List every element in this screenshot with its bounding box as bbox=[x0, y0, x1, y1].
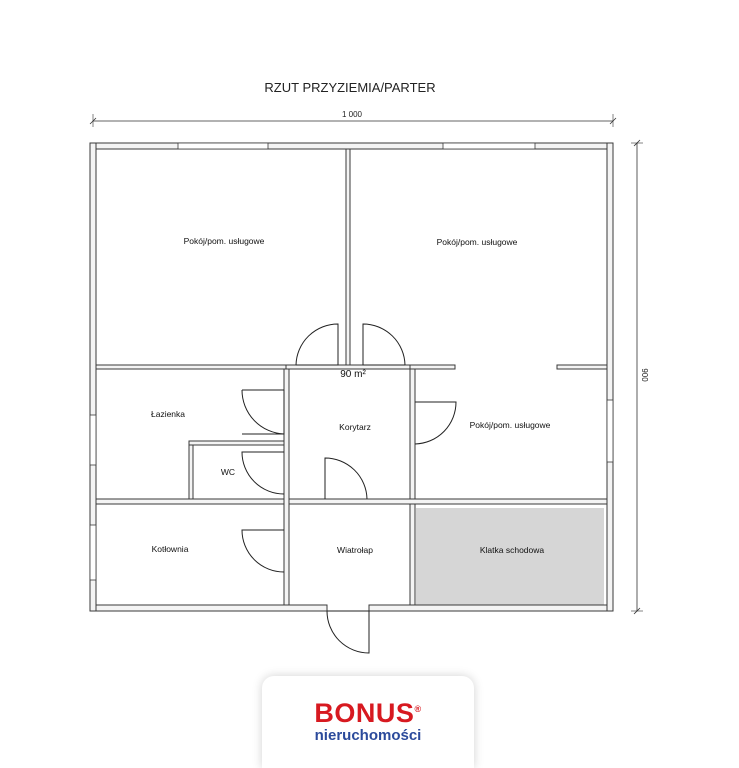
door-kotlownia bbox=[241, 529, 285, 573]
logo-brand-text: BONUS bbox=[314, 698, 415, 728]
door-room-1 bbox=[295, 323, 339, 366]
room-label-lazienka: Łazienka bbox=[151, 409, 185, 419]
door-entrance bbox=[326, 610, 370, 654]
plan-title: RZUT PRZYZIEMIA/PARTER bbox=[264, 80, 435, 95]
width-dimension: 1 000 bbox=[89, 110, 617, 127]
room-label-klatka: Klatka schodowa bbox=[480, 545, 545, 555]
height-label: 900 bbox=[640, 368, 649, 382]
door-room-3 bbox=[414, 401, 457, 445]
room-label-pokoj-2: Pokój/pom. usługowe bbox=[437, 237, 518, 247]
floor-plan: RZUT PRZYZIEMIA/PARTER 1 000 900 bbox=[89, 80, 649, 654]
room-label-korytarz: Korytarz bbox=[339, 422, 371, 432]
room-label-kotlownia: Kotłownia bbox=[152, 544, 189, 554]
logo-brand: BONUS® bbox=[262, 698, 474, 729]
room-label-wc: WC bbox=[221, 467, 235, 477]
height-dimension: 900 bbox=[631, 139, 649, 615]
width-label: 1 000 bbox=[342, 110, 363, 119]
logo-registered: ® bbox=[414, 704, 422, 714]
door-lazienka-arc bbox=[241, 389, 285, 435]
walls bbox=[89, 142, 614, 612]
logo-card: BONUS® nieruchomości bbox=[262, 676, 474, 768]
door-wc bbox=[241, 451, 285, 495]
doors bbox=[241, 323, 457, 654]
windows bbox=[89, 142, 614, 581]
logo-tagline: nieruchomości bbox=[314, 727, 422, 744]
stair-area bbox=[416, 508, 604, 606]
area-label: 90 m² bbox=[340, 369, 366, 380]
door-wiatrolap bbox=[324, 457, 368, 500]
room-label-pokoj-1: Pokój/pom. usługowe bbox=[184, 236, 265, 246]
room-label-pokoj-3: Pokój/pom. usługowe bbox=[470, 420, 551, 430]
door-room-2 bbox=[362, 323, 406, 366]
room-label-wiatrolap: Wiatrołap bbox=[337, 545, 373, 555]
